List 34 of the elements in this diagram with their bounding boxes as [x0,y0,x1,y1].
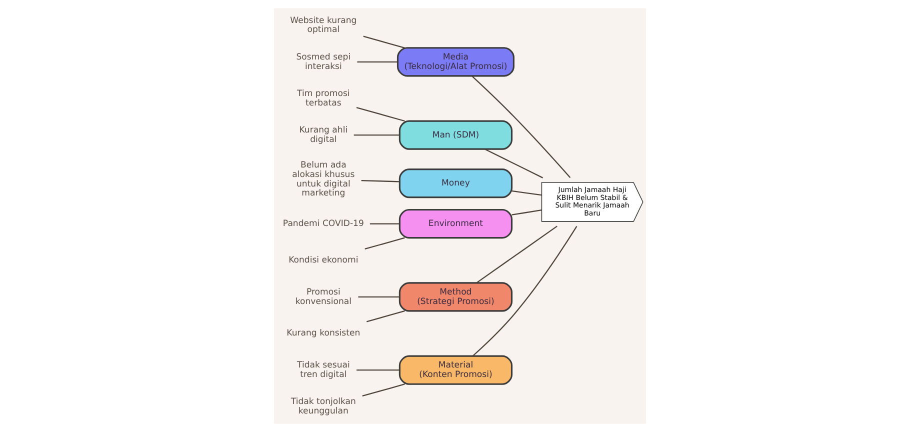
connector [511,190,542,196]
connector [358,296,400,298]
node-box: Media (Teknologi/Alat Promosi) [396,47,514,77]
connector [362,384,404,397]
connector [369,223,400,224]
connector [353,134,400,136]
connector [511,209,542,216]
node-text: Kurang ahli digital [298,126,348,145]
connector [356,106,404,122]
node-text: Sosmed sepi interaksi [296,52,350,72]
connector [472,226,577,356]
node-text: Tidak sesuai tren digital [296,360,350,380]
connector [484,148,543,178]
node-text: Kurang konsisten [286,328,360,339]
connector [366,310,404,322]
node-text: Pandemi COVID-19 [282,218,364,229]
node-text: Website kurang optimal [290,16,356,36]
connector [356,61,398,62]
connector [360,180,400,182]
node-box: Money [398,168,512,198]
node-box: Man (SDM) [398,120,512,150]
node-text: Tim promosi terbatas [296,88,350,108]
node-text: Kondisi ekonomi [288,256,358,266]
connector [356,370,400,371]
connector [470,76,570,178]
node-text: Belum ada alokasi khusus untuk digital marketing [292,160,354,199]
node-text: Promosi konvensional [294,287,351,307]
node-box: Method (Strategi Promosi) [398,282,512,312]
connector [364,237,404,250]
node-box: Material (Konten Promosi) [398,355,512,385]
connector [476,226,557,284]
connector [362,36,404,48]
node-text: Tidak tonjolkan keunggulan [290,397,356,417]
node-box: Environment [398,209,512,239]
